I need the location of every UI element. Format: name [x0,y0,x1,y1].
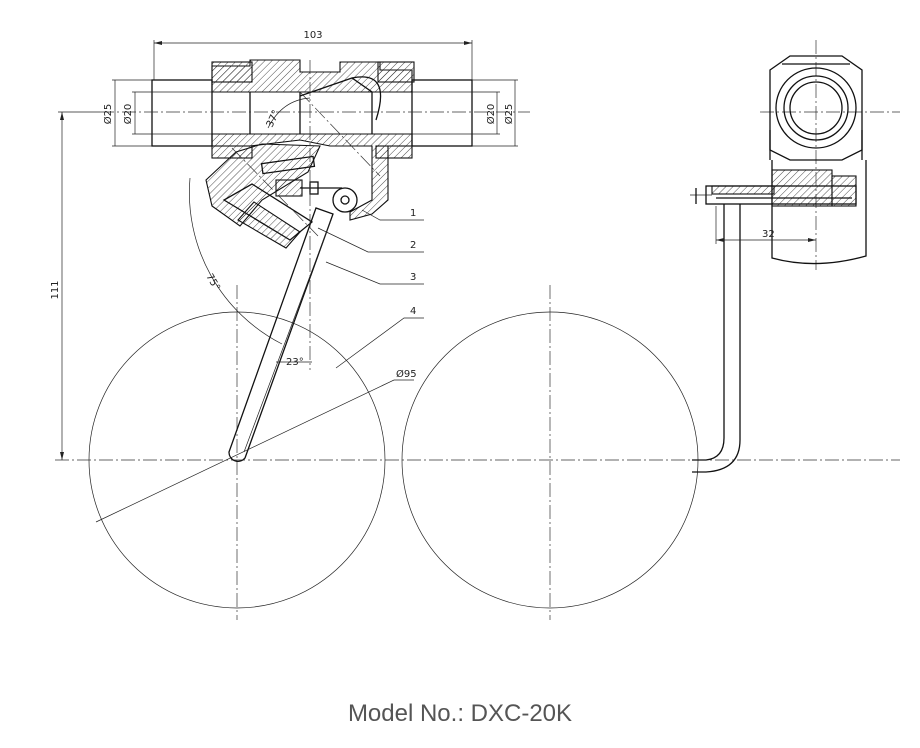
float-balls [55,285,900,620]
part-callouts: 1 2 3 4 [317,208,424,369]
inlet-pipe-left [151,79,213,147]
lever-arm [228,207,334,462]
dimension-float-diameter: Ø95 [95,368,417,523]
dim-side-offset: 32 [762,229,775,240]
callout-1: 1 [410,208,416,219]
callout-2: 2 [410,240,416,251]
technical-drawing: 103 Ø25 Ø20 Ø20 Ø25 111 37° 75° 23° [50,30,900,620]
dim-overall-length: 103 [303,30,322,41]
dimension-height: 111 [50,111,100,460]
dim-float-dia: Ø95 [396,368,417,380]
callout-3: 3 [410,272,416,283]
dim-right-inner-dia: Ø20 [485,104,497,125]
dimension-left-diameters: Ø25 Ø20 [102,79,152,147]
angle-arm-swing: 75° [203,272,221,293]
model-caption: Model No.: DXC-20K [0,700,920,728]
dim-left-inner-dia: Ø20 [122,104,134,125]
outlet-pipe-right [411,79,473,147]
dim-right-outer-dia: Ø25 [503,104,515,125]
callout-4: 4 [410,306,416,317]
model-label: Model No.: [347,700,464,727]
center-lines [100,60,530,370]
side-view: 32 [690,40,900,473]
angle-arm-tilt: 23° [286,357,304,368]
dim-left-outer-dia: Ø25 [102,104,114,125]
pivot-pin [332,187,358,213]
dimension-length: 103 [153,30,473,80]
dim-height: 111 [50,280,61,299]
model-number: DXC-20K [470,700,573,727]
valve-body-section [151,59,473,249]
dimension-right-diameters: Ø20 Ø25 [472,79,518,147]
